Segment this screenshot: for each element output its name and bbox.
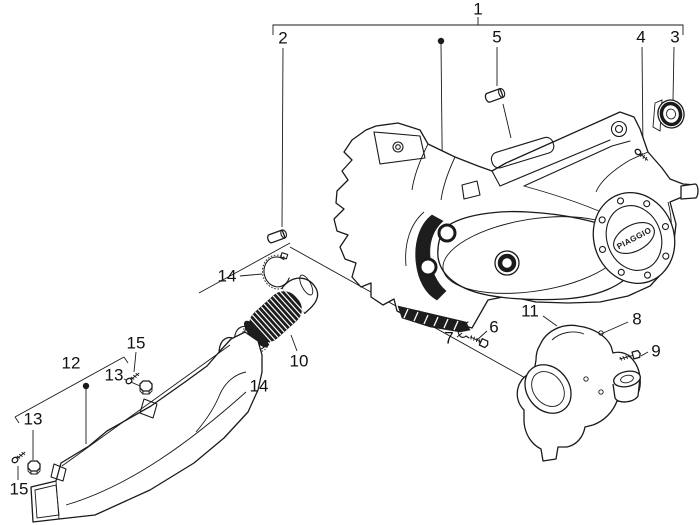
- rubber-plug-part-5: [484, 87, 506, 103]
- callout-part-9: 9: [651, 341, 661, 361]
- callout-part-12: 12: [61, 353, 81, 373]
- callout-part-13a: 13: [104, 365, 124, 385]
- screw-lower-part-15: [11, 451, 26, 464]
- callout-part-8: 8: [632, 309, 642, 329]
- callout-part-14b: 14: [249, 376, 269, 396]
- nut-lower-part-13: [27, 460, 41, 475]
- screw-part-6: [469, 335, 489, 349]
- dowel-pin-part-2: [267, 229, 288, 244]
- screw-part-9: [619, 349, 641, 361]
- callout-part-6: 6: [489, 317, 499, 337]
- callout-part-14a: 14: [217, 266, 237, 286]
- callout-part-2: 2: [278, 28, 288, 48]
- callout-part-3: 3: [670, 27, 680, 47]
- corrugated-hose-part-10: [243, 274, 319, 348]
- callout-part-13b: 13: [23, 409, 43, 429]
- piaggio-cover-flange: PIAGGIO: [592, 192, 676, 284]
- clip-part-7: [457, 321, 470, 339]
- callout-part-7: 7: [444, 328, 454, 348]
- callout-part-1: 1: [473, 0, 483, 19]
- nut-upper-part-13: [139, 380, 153, 395]
- air-duct-part-12: [30, 331, 263, 523]
- engine-crankcase-assembly: PIAGGIO: [333, 111, 699, 333]
- callout-part-15b: 15: [9, 479, 29, 499]
- screw-part-4: [634, 148, 649, 161]
- callout-part-5: 5: [492, 27, 502, 47]
- intake-cover-part-11: [516, 324, 641, 462]
- callout-part-4: 4: [636, 27, 646, 47]
- oil-seal-part-3: [652, 99, 685, 132]
- screw-upper-part-15: [125, 372, 140, 385]
- callout-part-11: 11: [521, 301, 539, 321]
- callout-part-10: 10: [289, 351, 309, 371]
- callout-part-15a: 15: [126, 333, 146, 353]
